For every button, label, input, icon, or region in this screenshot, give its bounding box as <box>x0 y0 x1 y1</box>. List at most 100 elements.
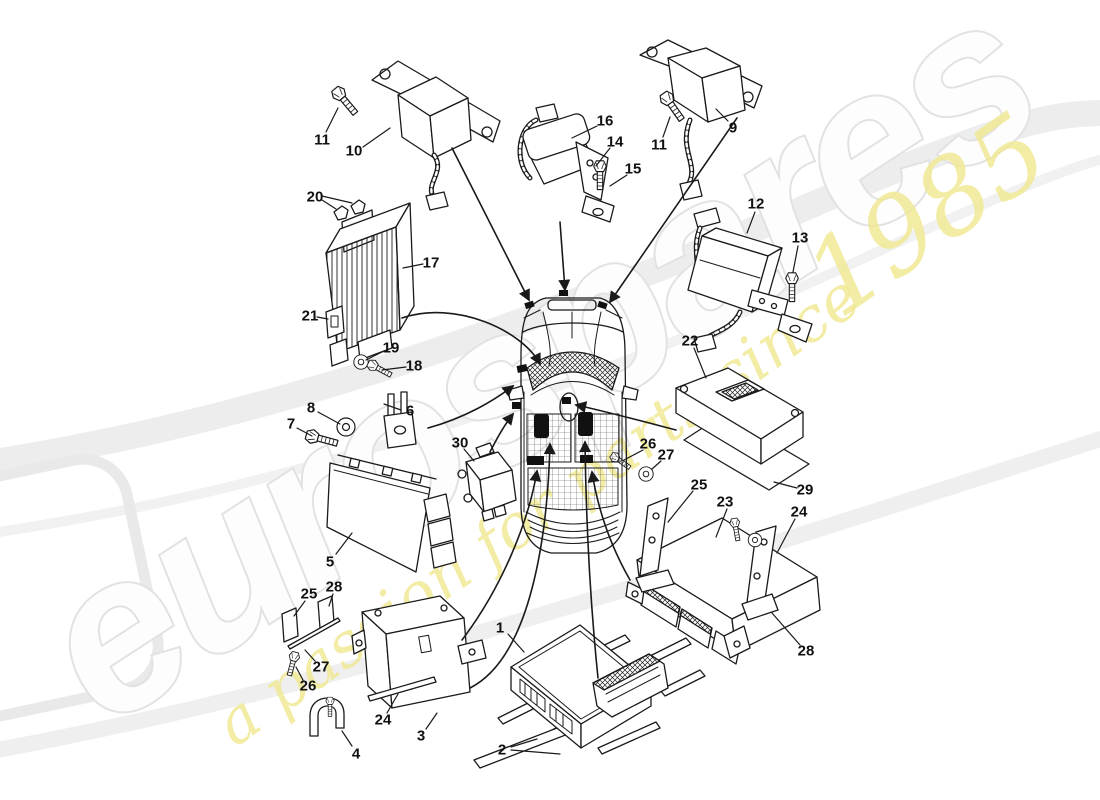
callout-28: 28 <box>326 579 343 607</box>
leader-line <box>381 366 407 371</box>
callout-number: 25 <box>301 586 318 603</box>
callout-number: 28 <box>326 579 343 596</box>
clip-20 <box>333 205 349 221</box>
callout-14: 14 <box>595 134 624 167</box>
callout-30: 30 <box>452 435 475 462</box>
leader-line <box>746 211 756 234</box>
leader-line <box>321 195 353 204</box>
module-5-assembly <box>303 391 457 573</box>
leader-line <box>321 199 337 210</box>
callout-24: 24 <box>776 504 808 554</box>
callout-27: 27 <box>304 649 330 676</box>
leader-line <box>295 666 304 681</box>
callout-11: 11 <box>314 107 339 149</box>
leader-line <box>317 411 341 425</box>
leader-line <box>776 518 796 554</box>
callout-number: 21 <box>302 308 319 325</box>
leader-line <box>341 730 353 747</box>
callout-24: 24 <box>375 693 399 729</box>
module-10-assembly <box>328 60 501 211</box>
callout-number: 24 <box>375 712 392 729</box>
callout-19: 19 <box>365 340 399 361</box>
callout-25: 25 <box>293 586 318 617</box>
leader-line <box>571 125 598 139</box>
module-9-assembly <box>639 39 763 201</box>
pointer-arrow <box>608 117 738 304</box>
callout-number: 27 <box>313 659 330 676</box>
seat-module-left <box>534 414 549 438</box>
callout-number: 3 <box>417 728 425 745</box>
leader-line <box>463 448 475 462</box>
leader-line <box>386 693 399 714</box>
rear-bench <box>527 467 619 511</box>
leader-line <box>383 403 402 411</box>
pointer-arrows <box>401 117 738 689</box>
leader-line <box>651 460 662 470</box>
pointer-arrow <box>451 147 530 302</box>
callout-2: 2 <box>498 738 561 759</box>
callout-26: 26 <box>295 666 316 695</box>
watermark-swoosh <box>0 430 1100 758</box>
callout-10: 10 <box>346 127 391 160</box>
callout-number: 15 <box>625 161 642 178</box>
callout-18: 18 <box>381 358 422 375</box>
leader-line <box>715 508 728 538</box>
callout-22: 22 <box>682 333 707 379</box>
leader-line <box>328 593 334 607</box>
callout-number: 2 <box>498 742 506 759</box>
leader-line <box>609 174 628 187</box>
callout-number: 8 <box>307 400 315 417</box>
module-23-assembly <box>608 450 821 665</box>
mat-strip-2 <box>659 669 706 697</box>
callout-number: 30 <box>452 435 469 452</box>
callout-3: 3 <box>417 712 438 745</box>
mat-strip-2 <box>597 721 661 755</box>
callout-number: 27 <box>658 447 675 464</box>
strip-24-left <box>367 676 437 702</box>
leader-line <box>425 712 438 730</box>
leader-line <box>595 147 611 167</box>
ecu-1-assembly <box>473 624 706 769</box>
bolt-11-left <box>328 83 362 119</box>
connector <box>535 103 559 123</box>
module-3-assembly <box>281 595 487 737</box>
callout-number: 20 <box>307 189 324 206</box>
pointer-arrow <box>489 412 515 453</box>
leader-line <box>510 749 561 755</box>
seat-right <box>574 413 620 463</box>
washer-27b <box>747 532 763 548</box>
cover-16 <box>522 113 591 161</box>
connector <box>425 191 449 211</box>
callout-number: 11 <box>651 137 667 154</box>
callout-27: 27 <box>651 447 675 470</box>
leader-line <box>792 245 799 273</box>
leader-line <box>316 316 329 320</box>
leader-line <box>365 350 385 361</box>
leader-line <box>296 427 313 437</box>
leader-line <box>362 127 391 148</box>
watermark-logo-shape <box>0 453 164 723</box>
leader-line <box>335 532 353 555</box>
callout-number: 26 <box>640 436 657 453</box>
bracket-21 <box>325 305 345 339</box>
connector <box>693 207 721 229</box>
leader-line <box>623 449 644 461</box>
leader-line <box>693 347 707 379</box>
clip-20 <box>350 199 366 215</box>
leader-line <box>507 633 525 653</box>
leader-line <box>773 481 798 489</box>
pointer-arrow <box>461 469 542 641</box>
drawing-layer: 1234567891011111213141516171819202122232… <box>281 39 821 769</box>
pointer-arrow <box>401 311 541 366</box>
callout-28: 28 <box>771 612 814 660</box>
callout-20: 20 <box>307 189 353 210</box>
callout-8: 8 <box>307 400 341 425</box>
clamp-4 <box>309 697 345 737</box>
callout-number: 23 <box>717 494 734 511</box>
seat-module-right <box>578 412 593 436</box>
pointer-arrow <box>587 470 631 581</box>
callout-23: 23 <box>715 494 734 538</box>
callout-number: 12 <box>748 196 765 213</box>
